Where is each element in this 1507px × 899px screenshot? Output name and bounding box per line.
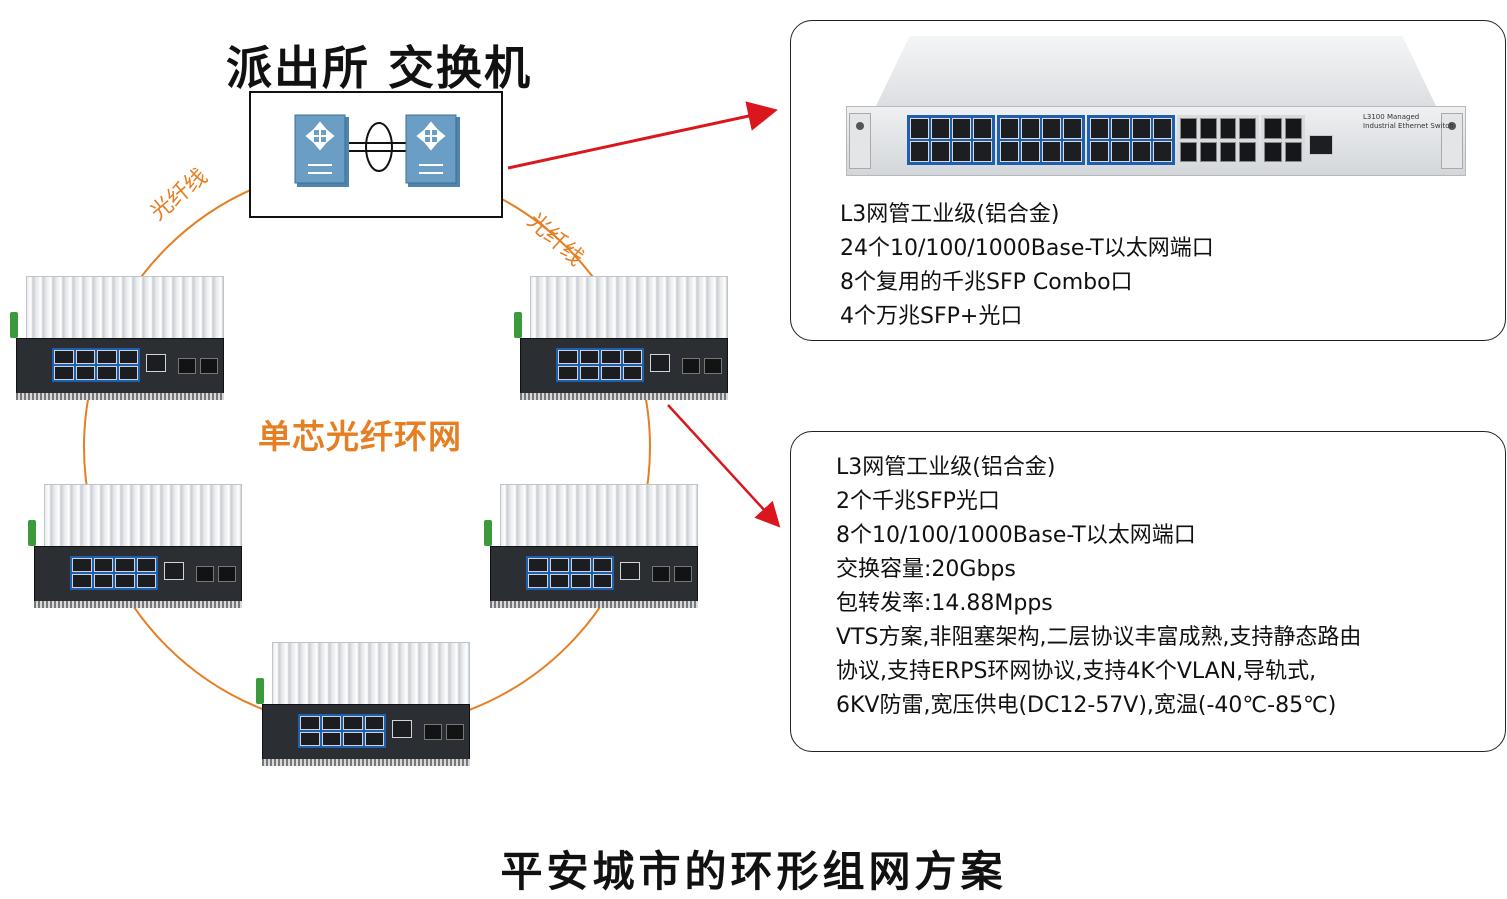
ring-network-label: 单芯光纤环网 [258,417,462,456]
rack-switch-image: L3100 Managed Industrial Ethernet Switch [846,36,1466,176]
arrow-to-rack-switch [507,101,778,170]
page-title: 平安城市的环形组网方案 [500,847,1007,896]
spec-line: 包转发率:14.88Mpps [836,591,1053,616]
spec-line: 24个10/100/1000Base-T以太网端口 [840,236,1214,261]
spec-line: 8个复用的千兆SFP Combo口 [840,270,1133,295]
spec-line: 6KV防雷,宽压供电(DC12-57V),宽温(-40℃-85℃) [836,693,1337,718]
station-title: 派出所 交换机 [226,41,533,95]
ring-switch-spec-list: L3网管工业级(铝合金) 2个千兆SFP光口 8个10/100/1000Base… [836,451,1361,723]
spec-line: 协议,支持ERPS环网协议,支持4K个VLAN,导轨式, [836,659,1317,684]
spec-line: L3网管工业级(铝合金) [840,202,1060,227]
rack-model-label: L3100 Managed [1363,113,1420,121]
ring-switch-bottom [256,636,470,766]
spec-line: 交换容量:20Gbps [836,557,1016,582]
spec-line: VTS方案,非阻塞架构,二层协议丰富成熟,支持静态路由 [836,625,1362,650]
ring-switch-callout [790,431,1506,752]
spec-line: 2个千兆SFP光口 [836,489,1000,514]
rack-model-sublabel: Industrial Ethernet Switch [1363,122,1454,130]
spec-line: L3网管工业级(铝合金) [836,455,1056,480]
station-switch-box [249,91,503,218]
rack-switch-spec-list: L3网管工业级(铝合金) 24个10/100/1000Base-T以太网端口 8… [840,198,1214,334]
ring-switch-mid-right [484,478,698,608]
router-icon [294,114,349,187]
arrow-to-ring-switch [667,404,781,528]
ring-switch-top-right [514,270,728,400]
spec-line: 4个万兆SFP+光口 [840,304,1023,329]
link-aggregation-icon [365,122,393,172]
spec-line: 8个10/100/1000Base-T以太网端口 [836,523,1196,548]
router-icon [405,114,460,187]
ring-switch-mid-left [28,478,242,608]
ring-switch-top-left [10,270,224,400]
station-switch-graphic [294,114,460,187]
